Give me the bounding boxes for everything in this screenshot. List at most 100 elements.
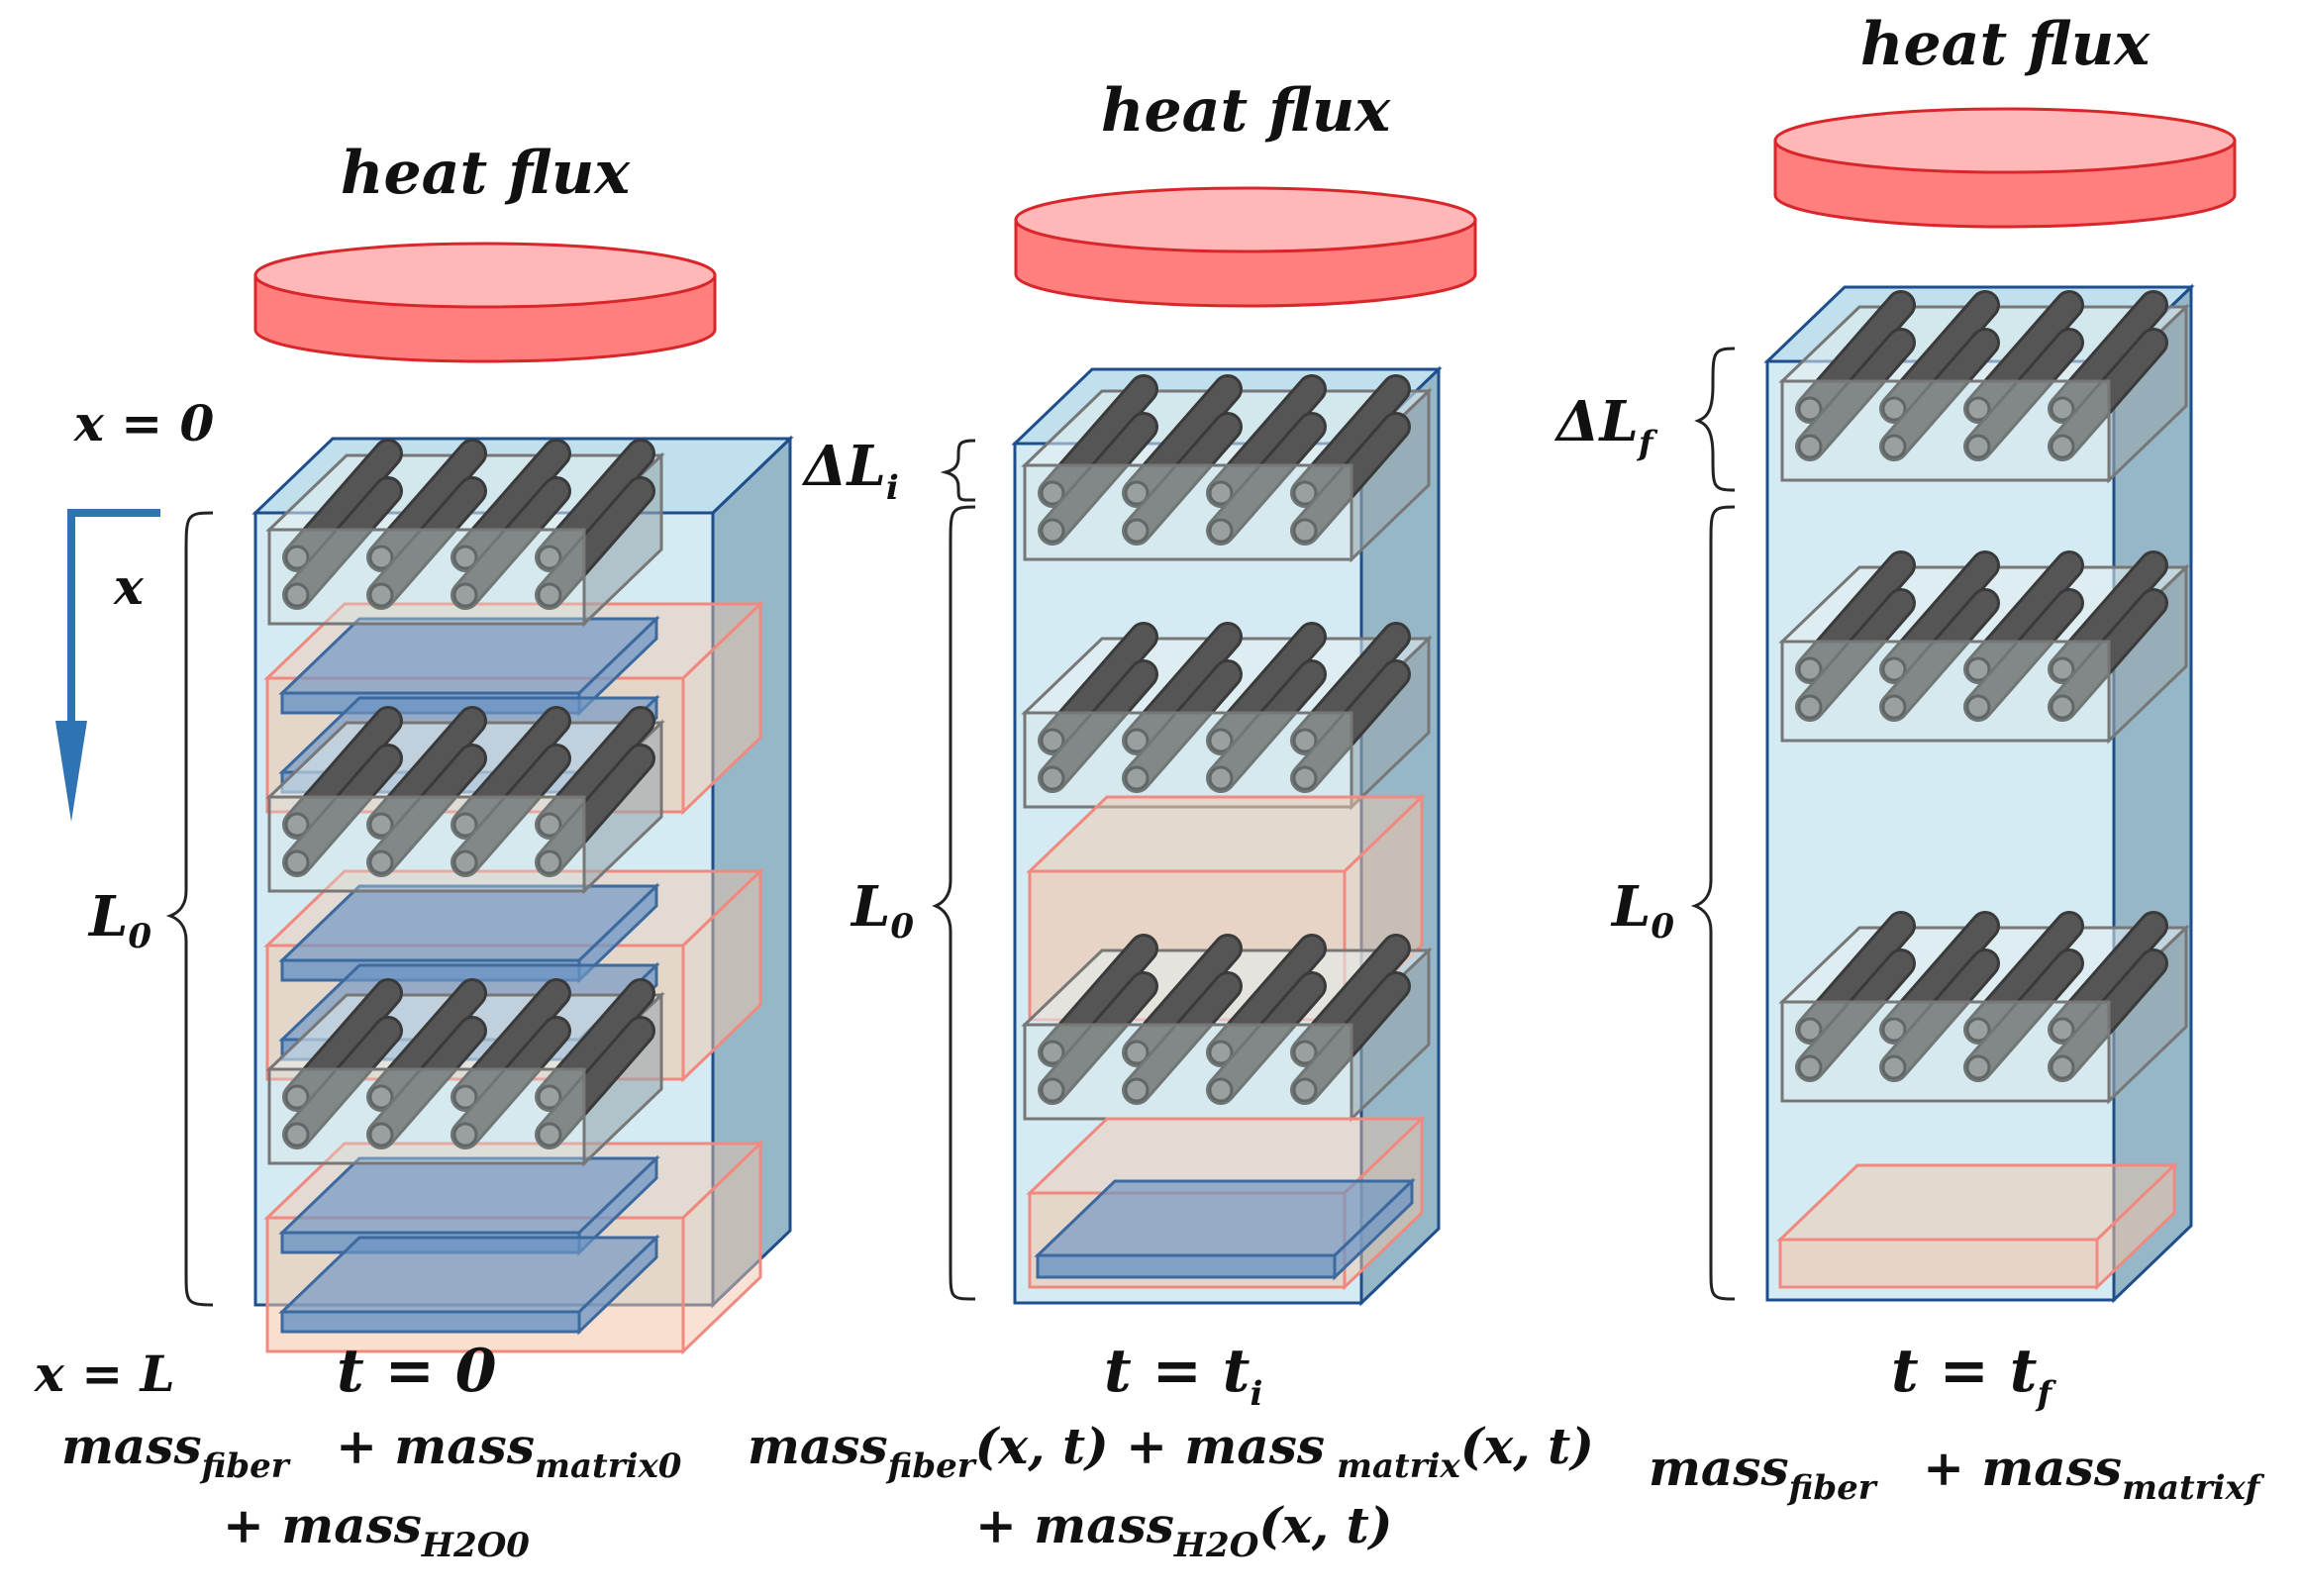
carbon-fiber-rod-body [285, 479, 400, 607]
heat-flux-disk-ti [1014, 186, 1477, 308]
carbon-fiber-end [1124, 1077, 1150, 1103]
carbon-fiber-rod-body [1882, 914, 1997, 1042]
block-front-face [1765, 359, 2116, 1302]
laminate-block-tf [1763, 283, 2195, 1304]
carbon-fiber-end [1965, 434, 1991, 459]
carbon-fiber-end [1965, 656, 1991, 682]
fiber-ply-front [1023, 1023, 1353, 1121]
carbon-fiber-rod-body [1041, 415, 1155, 543]
length-label-ti: L0 [850, 874, 914, 947]
carbon-fiber-rod-body [1041, 974, 1155, 1102]
carbon-fiber-rod-body [369, 479, 484, 607]
carbon-fiber-rod-body [1209, 974, 1324, 1102]
carbon-fiber-rod-body [1125, 415, 1240, 543]
carbon-fiber-end [1797, 396, 1823, 422]
carbon-fiber-end [1965, 396, 1991, 422]
mass-expression-t0-line1: massfiber + massmatrix0 [61, 1417, 682, 1489]
length-bracket-tf [1690, 505, 1736, 1301]
fiber-ply-front [267, 528, 586, 626]
carbon-fiber-rod-body [1966, 914, 2081, 1042]
carbon-fiber-end [284, 545, 310, 570]
carbon-fiber-end [1040, 480, 1065, 506]
carbon-fiber-rod-body [1882, 293, 1997, 421]
carbon-fiber-end [284, 812, 310, 838]
carbon-fiber-rod-body [1041, 662, 1155, 790]
carbon-fiber-rod-body [538, 1019, 652, 1147]
x-axis-arrow [55, 509, 160, 822]
carbon-fiber-rod-body [1209, 377, 1324, 505]
carbon-fiber-rod-body [369, 1019, 484, 1147]
x-L-label: x = L [34, 1345, 175, 1403]
carbon-fiber-rod-body [369, 981, 484, 1109]
carbon-fiber-rod-body [1966, 331, 2081, 458]
delta-bracket-ti [940, 439, 976, 502]
carbon-fiber-end [284, 849, 310, 875]
fiber-ply-front [1023, 463, 1353, 561]
length-bracket-t0 [165, 511, 214, 1307]
carbon-fiber-rod-body [369, 747, 484, 874]
carbon-fiber-rod-body [1293, 625, 1408, 752]
laminate-block-t0 [251, 435, 794, 1355]
carbon-fiber-rod-body [1882, 553, 1997, 681]
carbon-fiber-end [452, 812, 478, 838]
carbon-fiber-end [537, 1122, 562, 1147]
carbon-fiber-end [1881, 694, 1907, 720]
carbon-fiber-rod-body [453, 709, 568, 837]
carbon-fiber-end [1965, 1054, 1991, 1080]
carbon-fiber-end [2050, 434, 2075, 459]
heat-flux-label-tf: heat flux [1860, 10, 2152, 79]
carbon-fiber-end [1040, 1077, 1065, 1103]
carbon-fiber-rod-body [1209, 415, 1324, 543]
fiber-ply-front [267, 795, 586, 893]
carbon-fiber-rod-body [538, 981, 652, 1109]
carbon-fiber-end [1208, 1077, 1234, 1103]
carbon-fiber-end [1881, 1054, 1907, 1080]
mass-expression-t0-line2: + massH2O0 [223, 1496, 530, 1565]
x-zero-label: x = 0 [73, 394, 215, 452]
carbon-fiber-rod-body [1293, 937, 1408, 1064]
length-label-t0: L0 [87, 884, 151, 956]
carbon-fiber-end [368, 545, 394, 570]
carbon-fiber-end [1124, 480, 1150, 506]
heat-disk-top [1773, 107, 2237, 174]
fiber-ply-front [1780, 640, 2111, 743]
carbon-fiber-rod-body [1125, 377, 1240, 505]
carbon-fiber-rod-body [285, 1019, 400, 1147]
carbon-fiber-rod-body [1798, 331, 1913, 458]
length-label-tf: L0 [1610, 874, 1674, 947]
carbon-fiber-end [284, 1084, 310, 1110]
carbon-fiber-end [1208, 480, 1234, 506]
carbon-fiber-end [2050, 396, 2075, 422]
fiber-ply-front [1780, 379, 2111, 482]
carbon-fiber-end [1881, 1017, 1907, 1043]
carbon-fiber-rod-body [1125, 625, 1240, 752]
carbon-fiber-rod-body [1125, 974, 1240, 1102]
carbon-fiber-rod-body [453, 747, 568, 874]
carbon-fiber-rod-body [2051, 293, 2165, 421]
carbon-fiber-rod-body [538, 442, 652, 569]
carbon-fiber-end [1292, 480, 1318, 506]
carbon-fiber-rod-body [1798, 553, 1913, 681]
carbon-fiber-end [1208, 1040, 1234, 1065]
carbon-fiber-end [1208, 765, 1234, 791]
carbon-fiber-rod-body [1125, 662, 1240, 790]
carbon-fiber-end [368, 1084, 394, 1110]
carbon-fiber-end [537, 1084, 562, 1110]
carbon-fiber-end [1124, 518, 1150, 544]
carbon-fiber-end [1292, 518, 1318, 544]
carbon-fiber-rod-body [1209, 662, 1324, 790]
mass-expression-ti-line2: + massH2O(x, t) [975, 1496, 1392, 1565]
carbon-fiber-end [1797, 656, 1823, 682]
heat-flux-disk-t0 [253, 242, 717, 363]
carbon-fiber-end [537, 849, 562, 875]
carbon-fiber-end [1965, 694, 1991, 720]
carbon-fiber-end [2050, 694, 2075, 720]
carbon-fiber-rod-body [285, 981, 400, 1109]
carbon-fiber-end [1881, 434, 1907, 459]
carbon-fiber-rod-body [369, 442, 484, 569]
carbon-fiber-rod-body [1966, 293, 2081, 421]
stage-tf: heat flux ΔLf L0 t = tf massfiber + mass… [1553, 10, 2265, 1508]
fiber-ply-front [1780, 1000, 2111, 1103]
